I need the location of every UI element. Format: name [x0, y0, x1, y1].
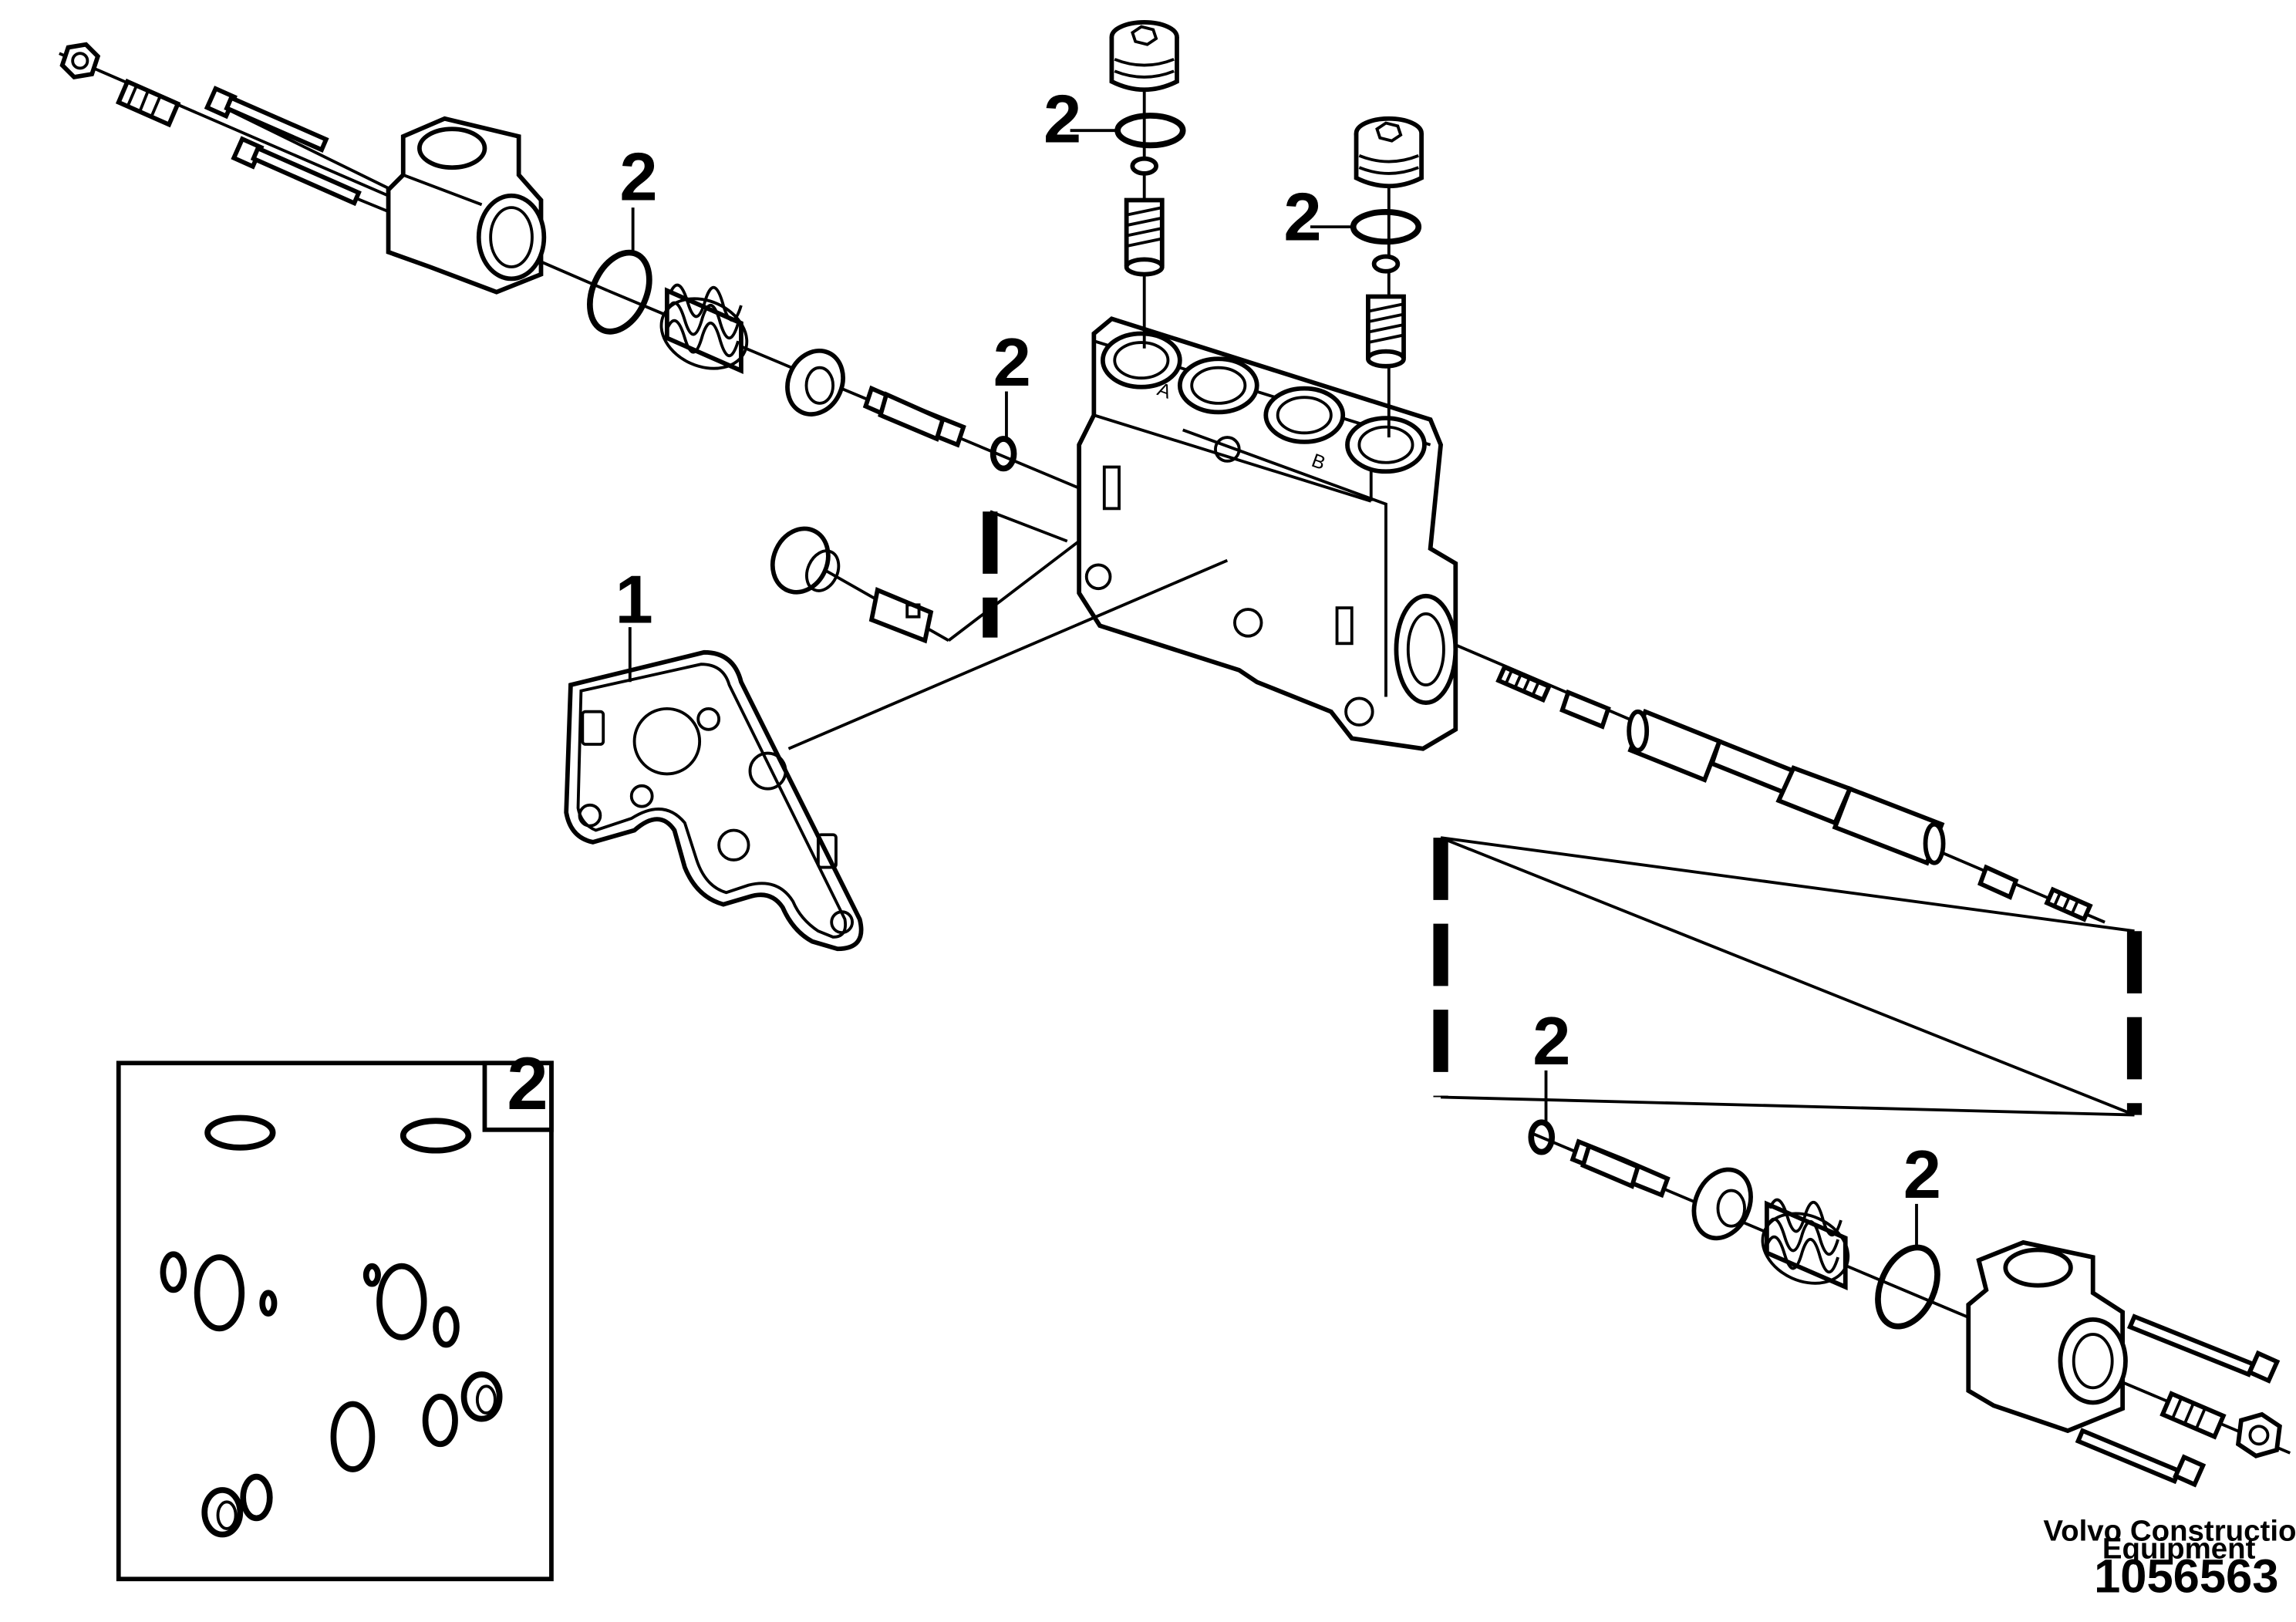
right-end-cover — [1966, 1239, 2128, 1434]
seal-kit-o-rings — [160, 1114, 503, 1538]
callout-label: 1 — [615, 561, 653, 637]
right-poppet — [1569, 1138, 1671, 1199]
spring-seat — [785, 348, 845, 416]
bolt-lower — [231, 136, 362, 207]
seal-kit-box: 2 — [116, 1043, 554, 1582]
brand-line-2: Equipment — [2102, 1532, 2256, 1565]
callout-label: 2 — [993, 324, 1031, 400]
hex-nut — [59, 42, 101, 80]
check-valve-assembly — [770, 526, 1081, 644]
left-end-cover — [386, 116, 547, 295]
plug-b — [1354, 116, 1424, 189]
right-bolt-upper — [2126, 1313, 2281, 1384]
o-ring-plug-a — [1114, 113, 1186, 149]
spool-retainer — [1559, 689, 1611, 730]
callout-label: 2 — [1532, 1003, 1570, 1079]
brand-line-1: Volvo Construction — [2043, 1514, 2296, 1547]
seal-kit-number: 2 — [507, 1043, 548, 1125]
gasket-plate — [564, 558, 1229, 952]
callout-label: 2 — [619, 139, 657, 215]
relief-valve-b-assembly — [1350, 116, 1424, 438]
callout-o-ring-top-b: 2 — [1283, 178, 1354, 255]
spool — [1627, 708, 1946, 866]
right-hex-nut — [2235, 1411, 2282, 1458]
right-cover-assembly — [1528, 1119, 2291, 1488]
right-bolt-lower — [2075, 1428, 2207, 1488]
right-spring-seat — [1691, 1167, 1753, 1241]
callout-o-ring-right-cover: 2 — [1903, 1136, 1941, 1249]
callout-label: 2 — [1043, 81, 1081, 157]
callout-o-ring-left-cover: 2 — [619, 139, 658, 255]
callout-label: 2 — [1903, 1136, 1941, 1212]
callout-o-ring-left-small: 2 — [993, 324, 1031, 440]
relief-valve-a-assembly — [1109, 19, 1186, 349]
document-number: 1056563 — [2094, 1550, 2278, 1603]
spool-spring-1 — [1495, 664, 1553, 703]
left-spring — [659, 283, 749, 374]
plug-a — [1109, 19, 1179, 93]
right-set-screw — [2159, 1391, 2227, 1440]
left-cover-o-ring — [587, 249, 652, 335]
spool-spring-2 — [2044, 886, 2093, 922]
callout-gasket: 1 — [615, 561, 653, 683]
dashed-guide-right — [1433, 838, 2143, 1115]
check-poppet — [868, 587, 934, 644]
spool-retainer-2 — [1977, 864, 2019, 900]
bolt-upper — [204, 86, 329, 153]
left-small-o-ring — [990, 436, 1017, 472]
relief-cartridge-a — [1124, 156, 1165, 277]
o-ring-plug-b — [1350, 209, 1422, 245]
valve-section-body: A B — [1077, 316, 1458, 751]
set-screw — [115, 78, 181, 128]
right-small-o-ring — [1528, 1119, 1556, 1155]
callout-o-ring-right-small: 2 — [1532, 1003, 1570, 1123]
callout-label: 2 — [1283, 178, 1321, 255]
spool-assembly — [1455, 643, 2106, 924]
right-cover-o-ring — [1875, 1244, 1940, 1330]
left-poppet — [862, 385, 966, 448]
right-spring — [1761, 1198, 1850, 1290]
left-cover-assembly — [59, 42, 1083, 491]
relief-cartridge-b — [1366, 254, 1406, 369]
check-plug — [770, 526, 841, 595]
footer-branding: Volvo Construction Equipment 1056563 — [2043, 1514, 2296, 1603]
callout-o-ring-top-a: 2 — [1043, 81, 1118, 157]
